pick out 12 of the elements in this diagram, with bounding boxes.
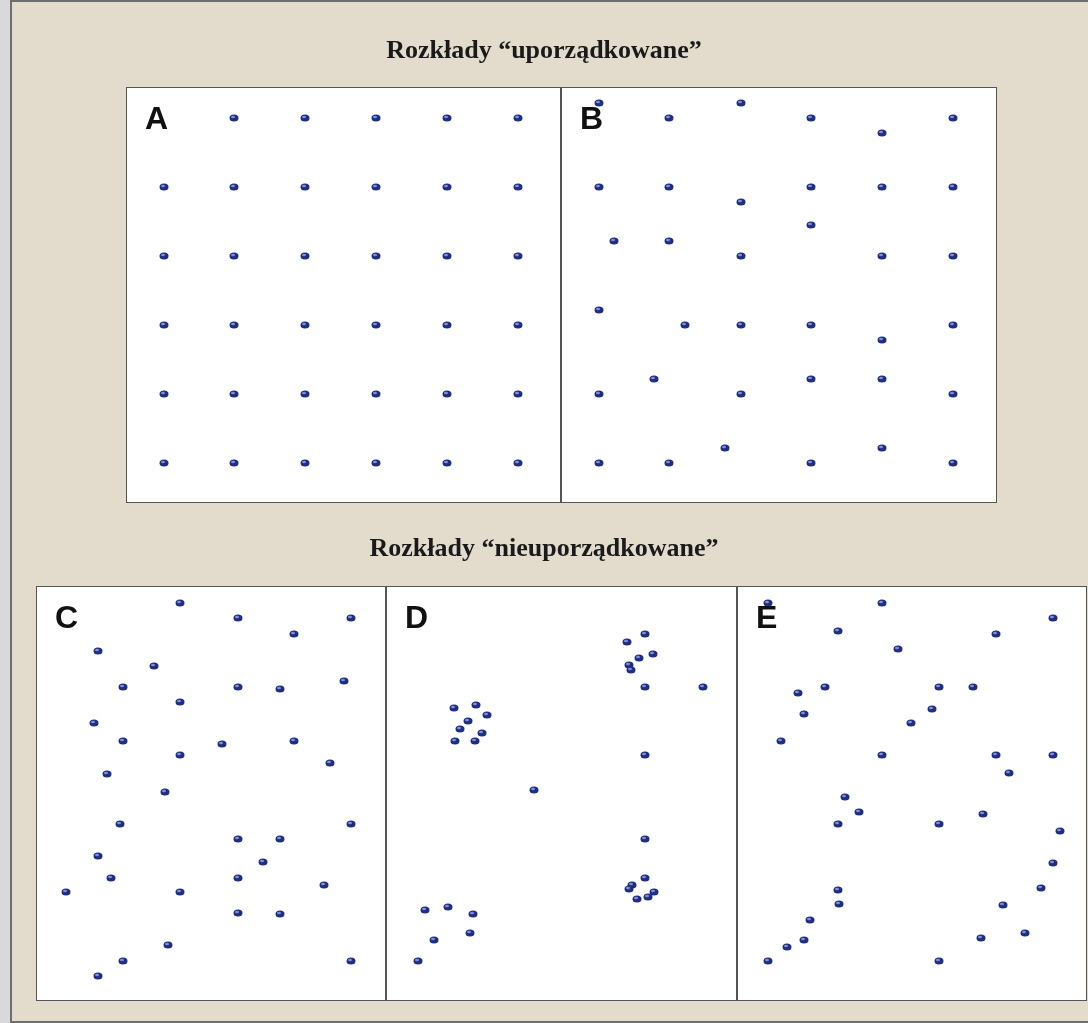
plot-panel	[36, 586, 386, 1001]
panel-letter: E	[756, 599, 778, 635]
plot-panel	[386, 586, 737, 1001]
panel-letter: A	[145, 100, 169, 136]
panel-letter: C	[55, 599, 79, 635]
panel-letter: B	[580, 100, 604, 136]
section-heading: Rozkłady “uporządkowane”	[386, 34, 702, 66]
section-heading: Rozkłady “nieuporządkowane”	[369, 532, 719, 564]
plot-panel	[737, 586, 1087, 1001]
plot-panel	[126, 87, 561, 503]
panel-letter: D	[405, 599, 429, 635]
plot-panel	[561, 87, 997, 503]
